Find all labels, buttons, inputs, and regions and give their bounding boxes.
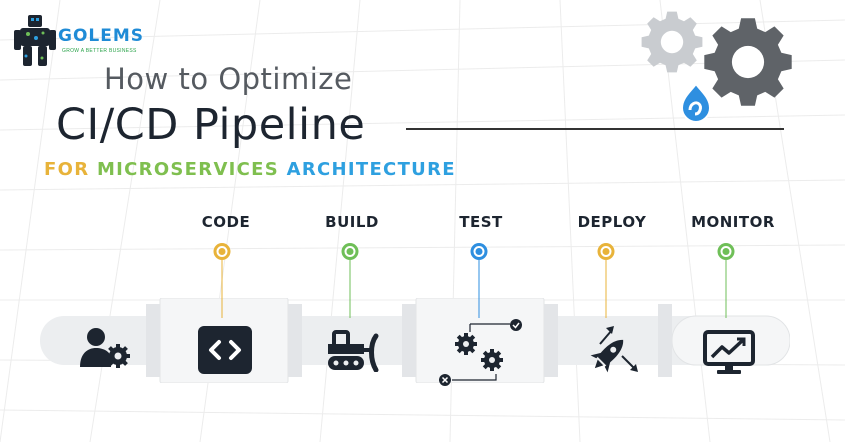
stage-label-code: CODE: [201, 213, 251, 231]
stage-label-monitor: MONITOR: [691, 213, 775, 231]
rocket-icon: [590, 326, 638, 373]
stage-label-build: BUILD: [325, 213, 379, 231]
stage-dot-deploy: [597, 243, 615, 260]
subtitle-word-for: FOR: [44, 159, 90, 180]
stage-dot-code: [213, 243, 231, 260]
pipeline-track: [40, 298, 790, 383]
logo-brand-text: GOLEMS: [58, 26, 145, 46]
stage-label-test: TEST: [459, 213, 503, 231]
subtitle-word-architecture: ARCHITECTURE: [286, 159, 456, 180]
user-settings-icon: [80, 328, 130, 368]
stage-stem-build: [349, 260, 351, 318]
page-title: CI/CD Pipeline: [56, 100, 366, 150]
title-line-1: How to Optimize: [104, 62, 353, 96]
stage-stem-test: [478, 260, 480, 318]
robot-mascot-icon: [14, 15, 56, 66]
stage-label-deploy: DEPLOY: [577, 213, 647, 231]
drupal-icon: [680, 82, 712, 124]
bulldozer-icon: [328, 330, 379, 372]
stage-stem-monitor: [725, 260, 727, 318]
golems-logo[interactable]: GOLEMS GROW A BETTER BUSINESS: [14, 12, 144, 70]
stage-dot-build: [341, 243, 359, 260]
stage-stem-deploy: [605, 260, 607, 318]
stage-dot-test: [470, 243, 488, 260]
title-divider: [406, 128, 784, 130]
subtitle-word-microservices: MICROSERVICES: [96, 159, 280, 180]
stage-stem-code: [221, 260, 223, 318]
stage-dot-monitor: [717, 243, 735, 260]
gears-icon: [641, 11, 792, 124]
logo-tagline: GROW A BETTER BUSINESS: [62, 48, 137, 54]
subtitle: FOR MICROSERVICES ARCHITECTURE: [44, 159, 456, 180]
code-icon: [198, 326, 252, 374]
monitor-chart-icon: [703, 330, 755, 374]
gears-test-icon: [439, 319, 522, 386]
